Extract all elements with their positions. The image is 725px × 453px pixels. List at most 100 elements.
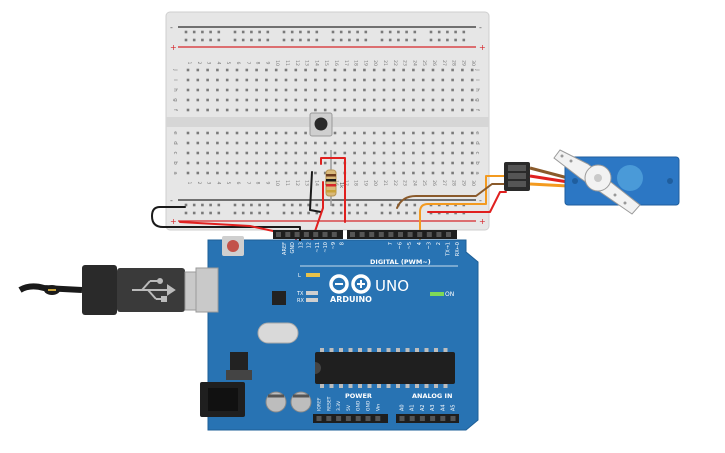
breadboard-hole[interactable] — [470, 151, 474, 155]
breadboard-hole[interactable] — [314, 98, 317, 102]
rail-hole[interactable] — [217, 203, 221, 207]
breadboard-hole[interactable] — [294, 98, 298, 102]
breadboard-hole[interactable] — [284, 161, 288, 165]
header-pin-hole[interactable] — [294, 232, 300, 237]
breadboard-hole[interactable] — [333, 68, 337, 72]
breadboard-hole[interactable] — [431, 98, 435, 102]
breadboard-hole[interactable] — [392, 68, 396, 72]
rail-hole[interactable] — [315, 38, 319, 42]
rail-hole[interactable] — [437, 38, 441, 42]
breadboard-hole[interactable] — [323, 108, 327, 112]
breadboard-hole[interactable] — [441, 88, 445, 92]
breadboard-hole[interactable] — [225, 68, 229, 72]
breadboard-hole[interactable] — [392, 151, 396, 155]
breadboard-hole[interactable] — [431, 88, 435, 92]
breadboard-hole[interactable] — [470, 171, 474, 175]
breadboard-hole[interactable] — [314, 161, 317, 165]
rail-hole[interactable] — [356, 203, 359, 207]
breadboard-hole[interactable] — [441, 141, 445, 145]
rail-hole[interactable] — [192, 211, 196, 215]
header-pin-hole[interactable] — [436, 232, 442, 237]
rail-hole[interactable] — [184, 211, 188, 215]
breadboard-hole[interactable] — [421, 171, 425, 175]
breadboard-hole[interactable] — [372, 161, 376, 165]
breadboard-hole[interactable] — [363, 131, 366, 135]
rail-hole[interactable] — [201, 30, 204, 34]
breadboard-hole[interactable] — [363, 98, 366, 102]
breadboard-hole[interactable] — [235, 88, 239, 92]
breadboard-hole[interactable] — [382, 98, 386, 102]
breadboard-hole[interactable] — [412, 171, 415, 175]
breadboard-hole[interactable] — [382, 171, 386, 175]
breadboard-hole[interactable] — [343, 88, 347, 92]
breadboard-hole[interactable] — [353, 78, 356, 82]
breadboard-hole[interactable] — [382, 151, 386, 155]
header-pin-hole[interactable] — [426, 232, 432, 237]
breadboard-hole[interactable] — [461, 78, 464, 82]
breadboard-hole[interactable] — [186, 131, 190, 135]
breadboard-hole[interactable] — [333, 161, 337, 165]
breadboard-hole[interactable] — [441, 161, 445, 165]
rail-hole[interactable] — [315, 203, 319, 207]
header-pin-hole[interactable] — [407, 232, 413, 237]
rail-hole[interactable] — [217, 211, 221, 215]
breadboard-hole[interactable] — [333, 131, 337, 135]
rail-hole[interactable] — [356, 211, 359, 215]
rail-hole[interactable] — [413, 30, 417, 34]
breadboard-hole[interactable] — [323, 161, 327, 165]
rail-hole[interactable] — [233, 38, 237, 42]
rail-hole[interactable] — [233, 203, 237, 207]
rail-hole[interactable] — [258, 38, 261, 42]
rail-hole[interactable] — [405, 203, 408, 207]
breadboard-hole[interactable] — [461, 151, 464, 155]
breadboard-hole[interactable] — [451, 131, 454, 135]
rail-hole[interactable] — [192, 38, 196, 42]
breadboard-hole[interactable] — [412, 68, 415, 72]
breadboard-hole[interactable] — [284, 141, 288, 145]
rail-hole[interactable] — [282, 211, 286, 215]
breadboard-hole[interactable] — [304, 108, 307, 112]
breadboard-hole[interactable] — [343, 151, 347, 155]
rail-hole[interactable] — [380, 203, 384, 207]
breadboard-hole[interactable] — [294, 78, 298, 82]
rail-hole[interactable] — [413, 38, 417, 42]
breadboard-hole[interactable] — [284, 171, 288, 175]
breadboard-hole[interactable] — [294, 131, 298, 135]
rail-hole[interactable] — [258, 211, 261, 215]
breadboard-hole[interactable] — [363, 108, 366, 112]
breadboard-hole[interactable] — [284, 88, 288, 92]
breadboard-hole[interactable] — [431, 68, 435, 72]
breadboard-hole[interactable] — [196, 88, 200, 92]
breadboard-hole[interactable] — [304, 98, 307, 102]
servo-horn[interactable] — [553, 149, 641, 215]
breadboard-hole[interactable] — [451, 161, 454, 165]
header-pin-hole[interactable] — [303, 232, 309, 237]
breadboard-hole[interactable] — [314, 141, 317, 145]
breadboard-hole[interactable] — [216, 171, 219, 175]
breadboard-hole[interactable] — [235, 161, 239, 165]
header-pin-hole[interactable] — [276, 232, 281, 237]
rail-hole[interactable] — [192, 203, 196, 207]
rail-hole[interactable] — [356, 30, 359, 34]
rail-hole[interactable] — [388, 211, 392, 215]
breadboard-hole[interactable] — [274, 171, 278, 175]
breadboard-hole[interactable] — [343, 78, 347, 82]
breadboard-hole[interactable] — [304, 131, 307, 135]
breadboard-hole[interactable] — [314, 88, 317, 92]
breadboard-hole[interactable] — [353, 98, 356, 102]
rail-hole[interactable] — [217, 30, 221, 34]
breadboard-hole[interactable] — [245, 68, 249, 72]
breadboard-hole[interactable] — [216, 161, 219, 165]
rail-hole[interactable] — [348, 211, 351, 215]
breadboard-hole[interactable] — [255, 68, 258, 72]
breadboard-hole[interactable] — [245, 78, 249, 82]
breadboard-hole[interactable] — [323, 98, 327, 102]
breadboard-hole[interactable] — [421, 68, 425, 72]
breadboard-hole[interactable] — [402, 68, 405, 72]
breadboard-hole[interactable] — [372, 171, 376, 175]
breadboard-hole[interactable] — [323, 88, 327, 92]
rail-hole[interactable] — [348, 38, 351, 42]
breadboard-hole[interactable] — [274, 78, 278, 82]
breadboard-hole[interactable] — [314, 151, 317, 155]
breadboard-hole[interactable] — [186, 108, 190, 112]
